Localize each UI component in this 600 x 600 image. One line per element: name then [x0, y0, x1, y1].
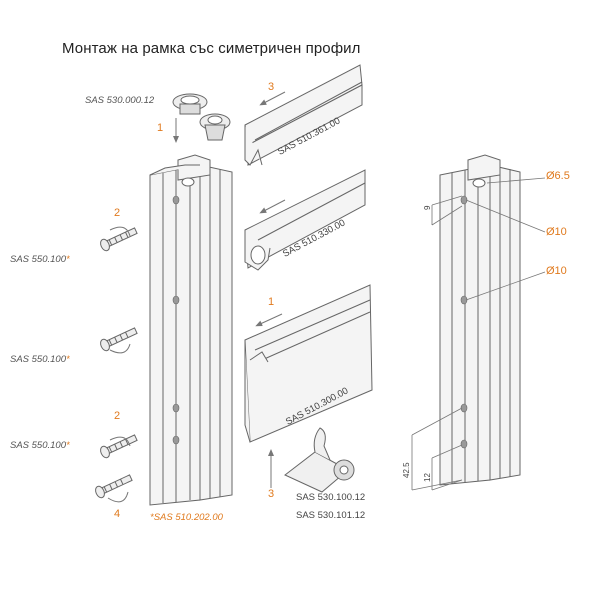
main-profile-drawing [149, 154, 233, 506]
right-profile-drawing [439, 154, 521, 486]
main-profile-code-label: *SAS 510.202.00 [150, 512, 223, 523]
profile-low-drawing [244, 284, 373, 443]
cap-code-label: SAS 530.000.12 [85, 95, 155, 106]
step-screw-top: 2 [114, 207, 121, 219]
step-screw-bottom-a: 2 [114, 410, 121, 422]
dim-offset-top: 9 [423, 205, 432, 210]
screw-code-label-3: SAS 550.100* [10, 440, 70, 451]
roller-drawing [284, 427, 355, 493]
screw-rotation-arrows [107, 226, 131, 503]
roller-code-label-2: SAS 530.101.12 [296, 510, 366, 521]
dim-hole-top: Ø10 [546, 226, 567, 238]
screw-code-label-2: SAS 550.100* [10, 354, 70, 365]
step-top-profile: 3 [268, 81, 275, 93]
profile-mid-drawing [244, 169, 366, 271]
dim-offset-bottom-small: 12 [423, 473, 432, 482]
profile-slide-arrows [255, 91, 286, 327]
step-screw-bottom-b: 4 [114, 508, 121, 520]
step-roller: 3 [268, 488, 275, 500]
dim-hole-small: Ø6.5 [546, 170, 570, 182]
main-profile-holes [172, 195, 180, 445]
dimension-lines [411, 177, 546, 491]
diagram-title: Монтаж на рамка със симетричен профил [62, 40, 361, 57]
profile-top-drawing [244, 64, 363, 166]
cap-drawing [172, 93, 231, 141]
screw-drawings [95, 227, 138, 499]
dim-offset-bottom: 42.5 [402, 462, 411, 478]
step-cap: 1 [157, 122, 164, 134]
dim-hole-mid: Ø10 [546, 265, 567, 277]
right-profile-holes [460, 195, 468, 449]
screw-code-label-1: SAS 550.100* [10, 254, 70, 265]
roller-code-label-1: SAS 530.100.12 [296, 492, 366, 503]
step-low-profile: 1 [268, 296, 275, 308]
